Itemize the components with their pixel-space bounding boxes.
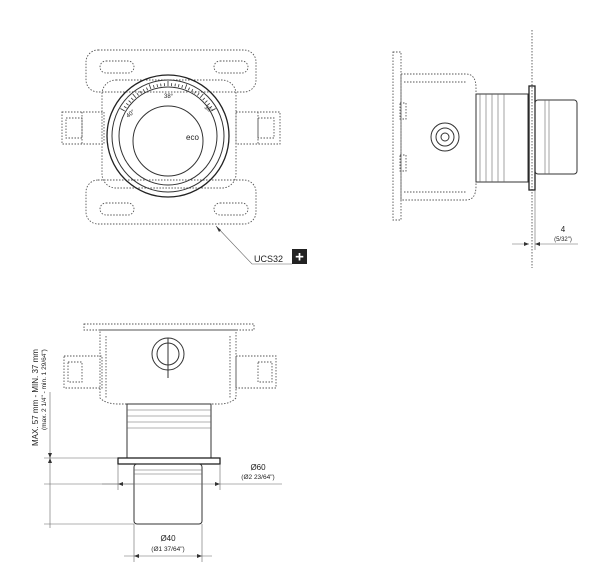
dial-tick (148, 84, 152, 90)
ucs-tag: UCS32 (254, 254, 283, 264)
dial-tick (142, 89, 145, 93)
dial-tick (187, 87, 190, 91)
dial-tick (120, 108, 125, 112)
dial-tick (153, 84, 155, 89)
dial-mark-mid: 38° (164, 94, 174, 100)
dial-tick (146, 87, 149, 91)
dial-tick (202, 97, 206, 101)
dial-tick (178, 84, 180, 88)
dial-tick (204, 100, 208, 103)
dim-depth-inch: (max. 2 1/4" - min. 1 29/64") (41, 349, 48, 430)
dial-tick (207, 103, 211, 106)
dial-tick (184, 84, 188, 90)
dim-d60-inch: (Ø2 23/64") (241, 474, 274, 481)
dial-tick (197, 92, 200, 96)
dial-tick (181, 84, 183, 89)
dial-tick (125, 103, 129, 106)
dial-mark-left: 40° (126, 109, 137, 120)
plus-box (292, 249, 307, 264)
plus-icon: + (295, 249, 304, 266)
dial-eco-label: eco (186, 133, 199, 142)
front-view: 40° 38° 36° eco UCS32 + (61, 49, 307, 266)
top-view: MAX. 57 mm - MIN. 37 mm (max. 2 1/4" - m… (31, 323, 282, 562)
dial-tick (130, 97, 134, 101)
dim-d40-inch: (Ø1 37/64") (151, 546, 184, 553)
dial-tick (209, 106, 213, 109)
dial-tick (128, 100, 132, 103)
dim-depth: MAX. 57 mm - MIN. 37 mm (31, 349, 40, 446)
dial-tick (123, 106, 127, 109)
dim-d40: Ø40 (160, 534, 176, 543)
dial-tick (191, 89, 194, 93)
dial-tick (139, 90, 142, 94)
dim-d60: Ø60 (250, 463, 266, 472)
dial-tick (211, 108, 216, 112)
side-view: 4 (5/32") (392, 30, 578, 268)
dial-tick (136, 92, 139, 96)
dial-mark-right: 36° (203, 105, 214, 116)
dial-tick (194, 90, 197, 94)
dial-scale (120, 81, 216, 112)
dial-tick (199, 93, 204, 98)
dim-side-value: 4 (561, 225, 566, 234)
dim-side-inch: (5/32") (554, 237, 572, 243)
dial-tick (156, 84, 158, 88)
dial-tick (132, 93, 137, 98)
